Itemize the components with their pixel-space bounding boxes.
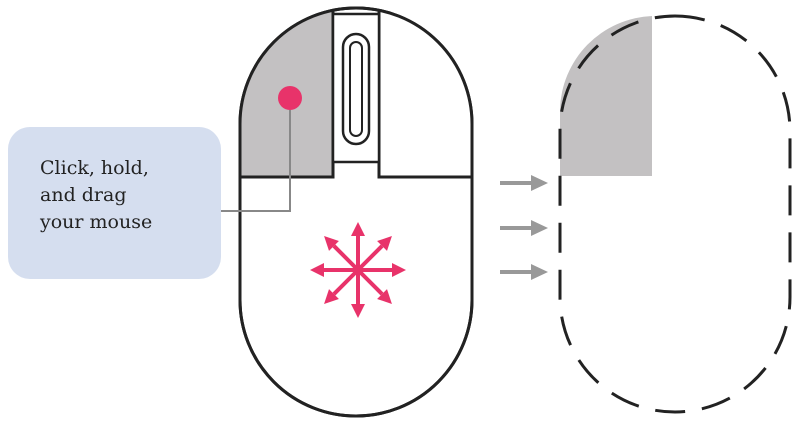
move-arrow-head bbox=[377, 289, 392, 304]
move-arrow-head bbox=[377, 236, 392, 251]
move-arrow-head bbox=[351, 304, 365, 318]
mouse-ghost-outline-icon bbox=[558, 14, 792, 414]
move-arrow-head bbox=[324, 289, 339, 304]
callout-line-1: Click, hold, bbox=[40, 157, 149, 179]
move-arrows-icon bbox=[310, 222, 406, 318]
callout-line-3: your mouse bbox=[40, 211, 153, 233]
move-arrow-head bbox=[310, 263, 324, 277]
move-arrow-head bbox=[324, 236, 339, 251]
drag-direction-arrows bbox=[500, 175, 548, 280]
arrow-right-head bbox=[531, 264, 548, 280]
mouse-icon bbox=[238, 6, 474, 418]
instruction-callout: Click, hold, and drag your mouse bbox=[8, 127, 221, 279]
move-arrow-shaft bbox=[332, 244, 360, 272]
move-arrow-head bbox=[351, 222, 365, 236]
move-arrow-head bbox=[392, 263, 406, 277]
move-arrow-shaft bbox=[356, 268, 384, 296]
move-arrow-shaft bbox=[356, 244, 384, 272]
arrow-right-head bbox=[531, 220, 548, 236]
callout-line-2: and drag bbox=[40, 184, 127, 206]
move-arrow-shaft bbox=[332, 268, 360, 296]
arrow-right-head bbox=[531, 175, 548, 191]
ghost-left-button bbox=[560, 16, 652, 176]
click-indicator-dot bbox=[278, 86, 302, 110]
scroll-wheel bbox=[341, 32, 371, 146]
callout-leader-line bbox=[221, 110, 291, 212]
ghost-mouse-outline bbox=[558, 14, 792, 414]
